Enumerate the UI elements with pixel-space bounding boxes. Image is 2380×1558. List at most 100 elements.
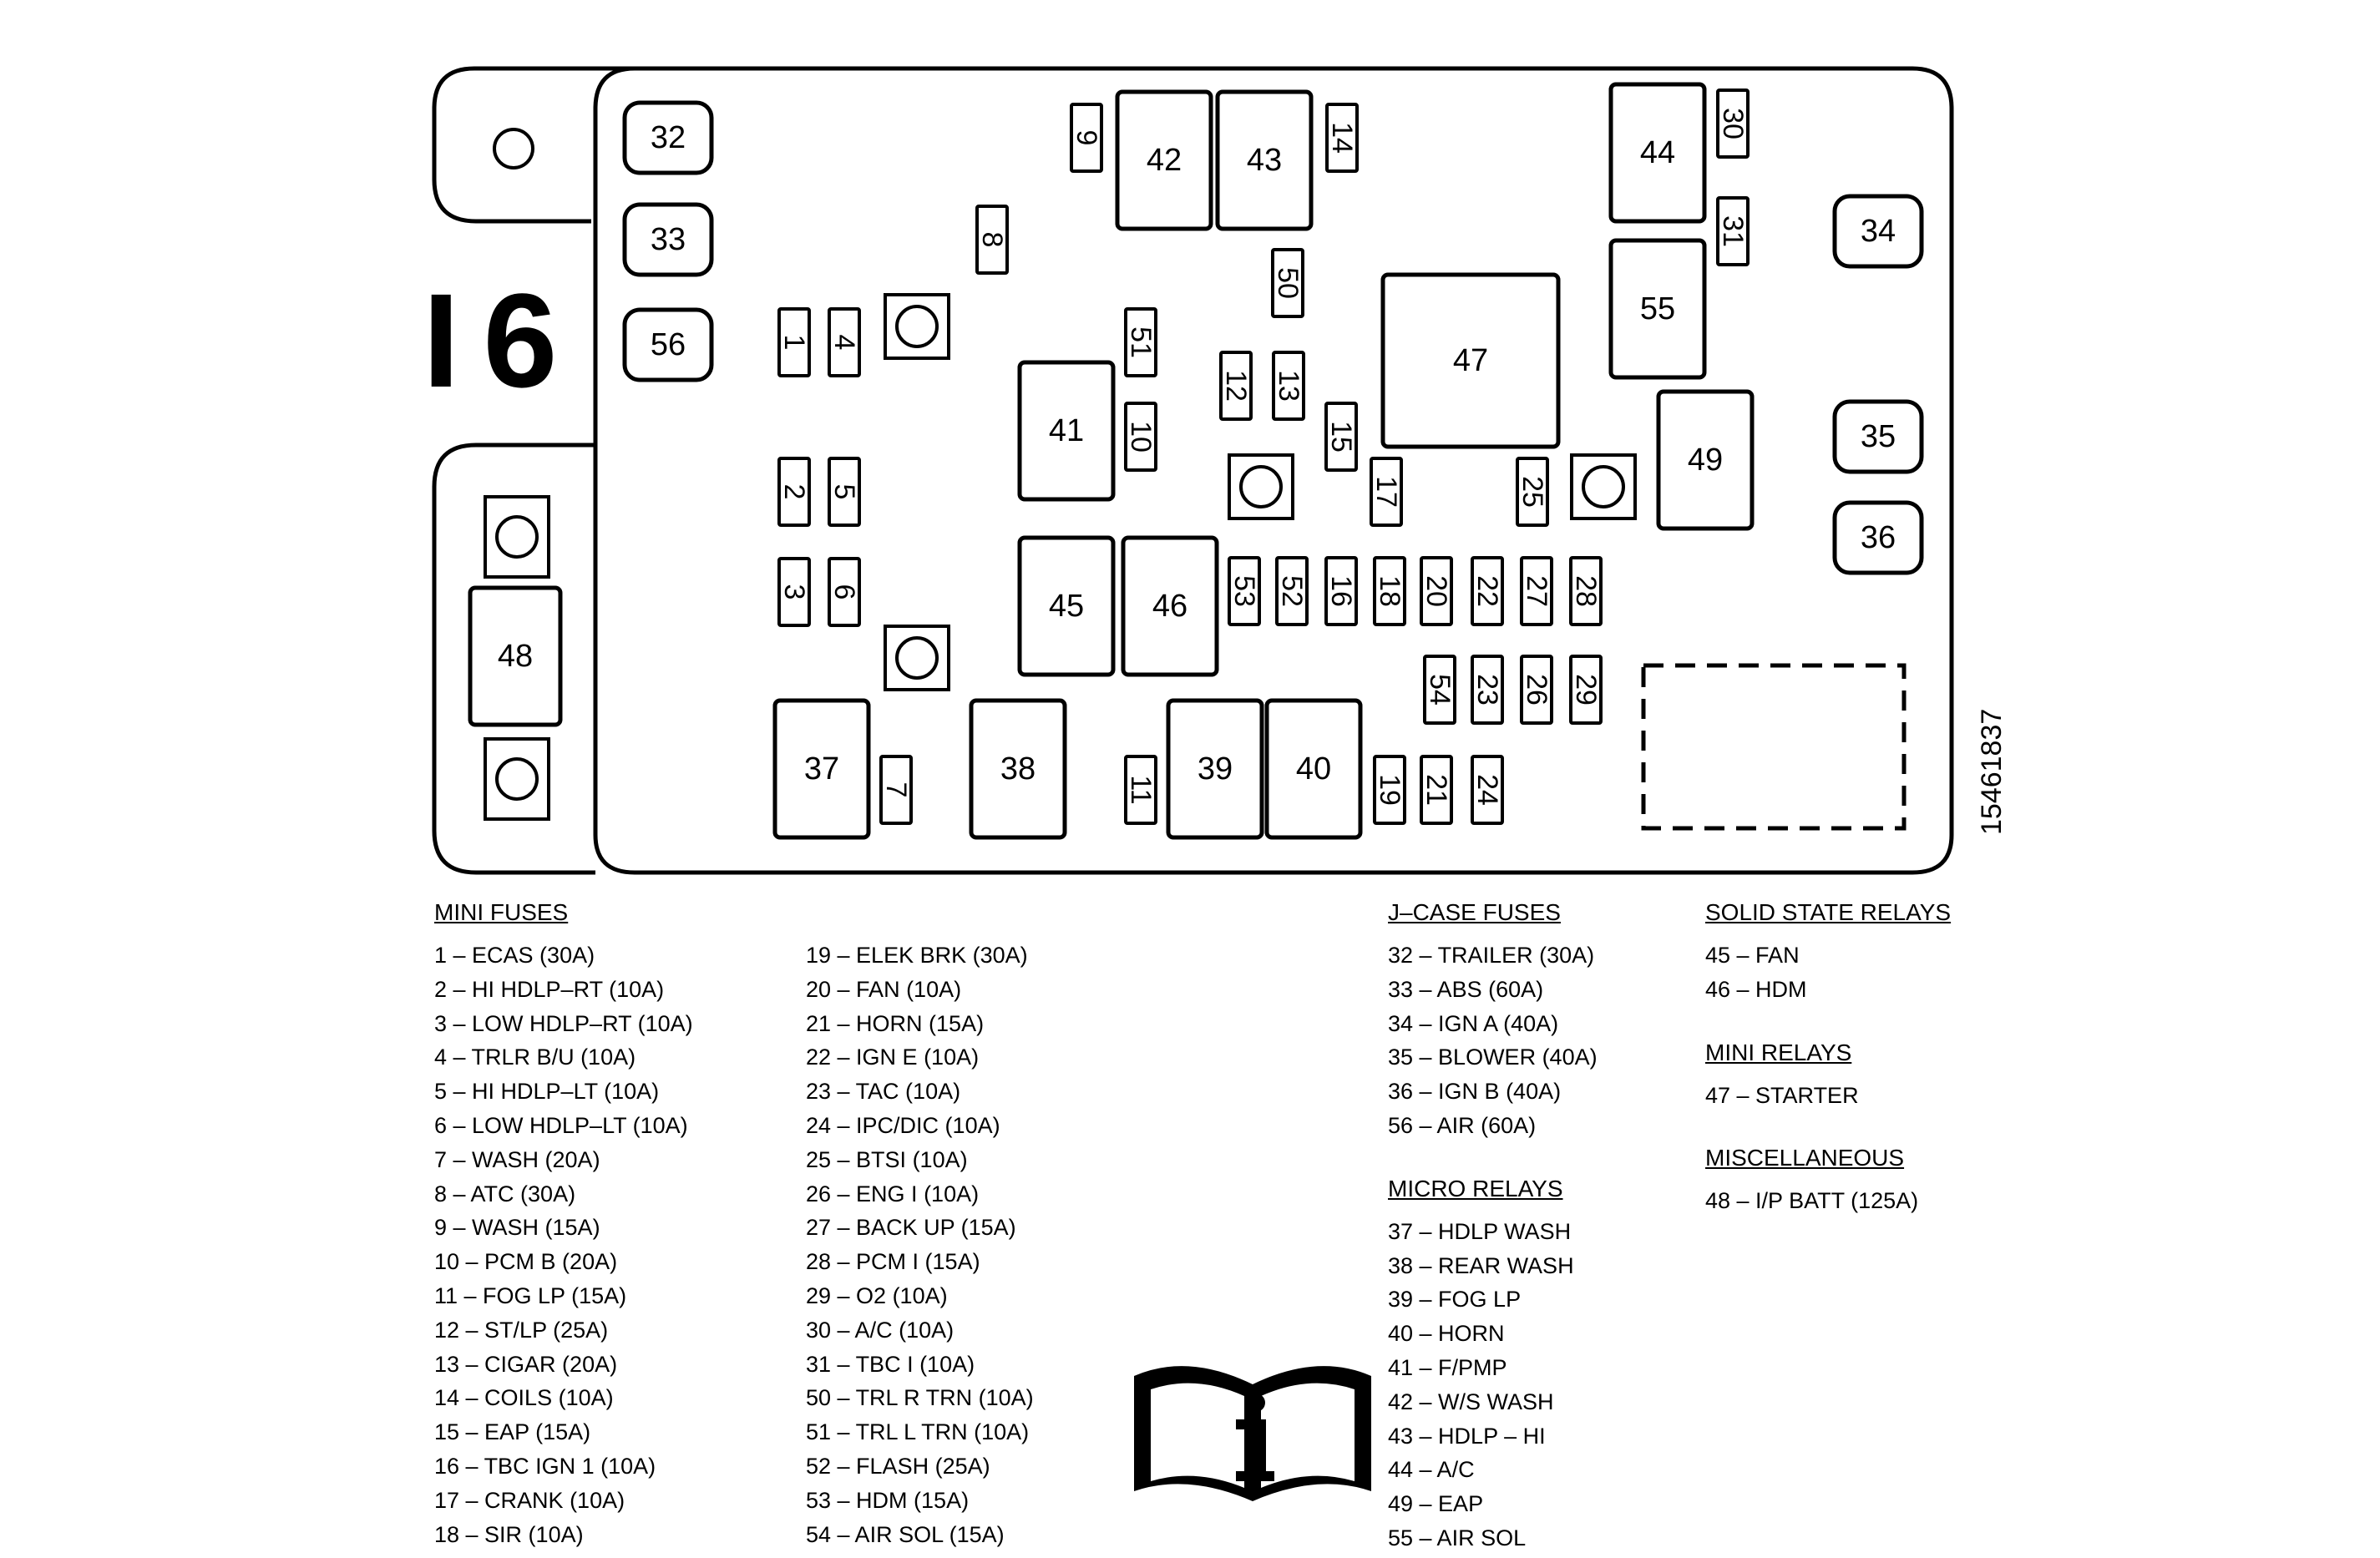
component-47: 47 <box>1380 272 1561 449</box>
component-12: 12 <box>1219 351 1253 421</box>
legend-item: 10 – PCM B (20A) <box>434 1249 618 1275</box>
component-8: 8 <box>975 205 1009 275</box>
component-label: 30 <box>1717 108 1749 139</box>
component-55: 55 <box>1608 238 1707 380</box>
legend-title-j-case-fuses: J–CASE FUSES <box>1388 899 1561 925</box>
component-label: 16 <box>1325 575 1357 607</box>
component-11: 11 <box>1124 755 1157 825</box>
component-label: 42 <box>1147 143 1182 178</box>
legend-item: 20 – FAN (10A) <box>806 976 962 1002</box>
component-label: 17 <box>1370 476 1402 508</box>
legend-item: 15 – EAP (15A) <box>434 1419 591 1445</box>
component-40: 40 <box>1264 698 1363 840</box>
fuse-box-outline <box>593 66 1954 875</box>
legend-item: 16 – TBC IGN 1 (10A) <box>434 1453 656 1479</box>
component-label: 46 <box>1152 589 1187 624</box>
component-label: 25 <box>1517 476 1548 508</box>
legend-item: 6 – LOW HDLP–LT (10A) <box>434 1112 688 1138</box>
component-label: 41 <box>1049 413 1084 448</box>
component-label: 15 <box>1325 421 1357 453</box>
component-label: 14 <box>1326 122 1358 154</box>
reserved-area <box>1641 663 1907 831</box>
legend-item: 27 – BACK UP (15A) <box>806 1215 1016 1241</box>
legend-mini-fuses-col2: ​ 19 – ELEK BRK (30A)20 – FAN (10A)21 – … <box>806 898 1034 1551</box>
component-label: 40 <box>1296 751 1331 787</box>
component-33: 33 <box>622 202 714 277</box>
component-16: 16 <box>1324 556 1358 626</box>
legend-item: 4 – TRLR B/U (10A) <box>434 1045 636 1070</box>
component-46: 46 <box>1121 535 1219 677</box>
component-label: 32 <box>651 120 686 155</box>
component-label: 7 <box>880 782 912 798</box>
component-45: 45 <box>1017 535 1116 677</box>
screw-icon <box>1228 453 1294 520</box>
component-20: 20 <box>1420 556 1453 626</box>
legend-item: 40 – HORN <box>1388 1321 1505 1347</box>
screw-icon <box>1570 453 1637 520</box>
component-label: 29 <box>1570 674 1602 706</box>
component-32: 32 <box>622 100 714 175</box>
component-54: 54 <box>1423 655 1456 725</box>
legend-item: 28 – PCM I (15A) <box>806 1249 980 1275</box>
component-18: 18 <box>1373 556 1406 626</box>
component-label: 35 <box>1861 419 1896 454</box>
component-label: 43 <box>1247 143 1282 178</box>
component-label: 36 <box>1861 520 1896 555</box>
legend-item: 11 – FOG LP (15A) <box>434 1282 627 1308</box>
component-label: 2 <box>778 484 810 500</box>
legend-item: 53 – HDM (15A) <box>806 1487 970 1513</box>
component-label: 47 <box>1453 343 1488 378</box>
screw-icon <box>884 293 950 360</box>
component-51: 51 <box>1124 307 1157 377</box>
component-21: 21 <box>1420 755 1453 825</box>
terminal-stud-icon <box>484 737 550 821</box>
component-56: 56 <box>622 307 714 382</box>
component-label: 48 <box>498 639 533 674</box>
legend-col3: J–CASE FUSES 32 – TRAILER (30A)33 – ABS … <box>1388 898 1598 1555</box>
component-label: 22 <box>1471 575 1503 607</box>
legend-item: 19 – ELEK BRK (30A) <box>806 943 1028 968</box>
component-label: 19 <box>1374 774 1405 806</box>
component-label: 39 <box>1198 751 1233 787</box>
legend-item: 30 – A/C (10A) <box>806 1317 955 1343</box>
component-15: 15 <box>1324 402 1358 472</box>
legend-item: 37 – HDLP WASH <box>1388 1218 1572 1244</box>
component-34: 34 <box>1832 194 1924 269</box>
component-53: 53 <box>1228 556 1261 626</box>
component-label: 51 <box>1125 326 1157 358</box>
legend-item: 32 – TRAILER (30A) <box>1388 943 1595 968</box>
component-label: 44 <box>1640 135 1675 170</box>
legend-item: 31 – TBC I (10A) <box>806 1351 975 1377</box>
component-39: 39 <box>1166 698 1264 840</box>
mounting-hole-icon <box>493 128 534 169</box>
component-13: 13 <box>1272 351 1305 421</box>
legend-item: 54 – AIR SOL (15A) <box>806 1521 1005 1547</box>
legend-item: 50 – TRL R TRN (10A) <box>806 1385 1034 1411</box>
legend-item: 12 – ST/LP (25A) <box>434 1317 609 1343</box>
component-label: 28 <box>1570 575 1602 607</box>
legend-title-miscellaneous: MISCELLANEOUS <box>1705 1145 1905 1171</box>
component-label: 12 <box>1220 370 1252 402</box>
legend-item: 18 – SIR (10A) <box>434 1521 584 1547</box>
legend-item: 39 – FOG LP <box>1388 1287 1522 1313</box>
legend-item: 25 – BTSI (10A) <box>806 1146 968 1172</box>
component-48: 48 <box>468 585 563 727</box>
component-37: 37 <box>772 698 871 840</box>
component-label: 34 <box>1861 214 1896 249</box>
component-label: 55 <box>1640 291 1675 326</box>
legend-item: 43 – HDLP – HI <box>1388 1423 1546 1449</box>
legend-list: 1 – ECAS (30A)2 – HI HDLP–RT (10A)3 – LO… <box>434 938 693 1551</box>
legend-item: 42 – W/S WASH <box>1388 1389 1554 1414</box>
legend-item: 48 – I/P BATT (125A) <box>1705 1188 1919 1214</box>
component-44: 44 <box>1608 82 1707 224</box>
legend-item: 47 – STARTER <box>1705 1082 1859 1108</box>
component-43: 43 <box>1215 89 1314 231</box>
legend-item: 3 – LOW HDLP–RT (10A) <box>434 1010 693 1036</box>
component-25: 25 <box>1516 457 1549 527</box>
legend-list: 32 – TRAILER (30A)33 – ABS (60A)34 – IGN… <box>1388 938 1598 1143</box>
component-label: 24 <box>1471 774 1503 806</box>
component-label: 13 <box>1273 370 1304 402</box>
legend-item: 34 – IGN A (40A) <box>1388 1010 1559 1036</box>
